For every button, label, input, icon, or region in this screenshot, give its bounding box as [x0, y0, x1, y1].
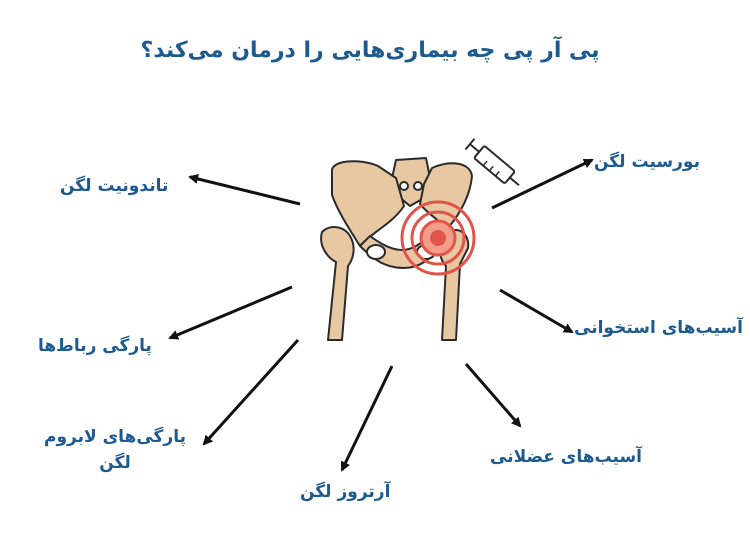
label-bursitis: بورسیت لگن	[594, 152, 700, 172]
arrow-muscle-injuries	[464, 363, 522, 428]
pelvis-illustration	[320, 157, 473, 341]
label-ligament-tears: پارگی رباط‌ها	[38, 336, 152, 356]
label-muscle-injuries: آسیب‌های عضلانی	[490, 447, 643, 467]
pain-target-icon	[400, 200, 476, 276]
arrow-ligament-tears	[168, 285, 293, 340]
arrow-labrum-tears	[202, 338, 300, 446]
label-tendonitis: تاندونیت لگن	[60, 176, 169, 196]
label-labrum-tears: پارگی‌های لابروم لگن	[44, 427, 186, 473]
arrow-bursitis	[491, 158, 594, 210]
arrow-bone-injuries	[499, 288, 574, 334]
arrow-arthrosis	[340, 365, 394, 472]
page-title: پی آر پی چه بیماری‌هایی را درمان می‌کند؟	[140, 38, 600, 63]
arrow-tendonitis	[188, 174, 301, 206]
label-bone-injuries: آسیب‌های استخوانی	[574, 318, 743, 338]
label-arthrosis: آرتروز لگن	[300, 482, 391, 502]
syringe-icon	[464, 138, 520, 187]
